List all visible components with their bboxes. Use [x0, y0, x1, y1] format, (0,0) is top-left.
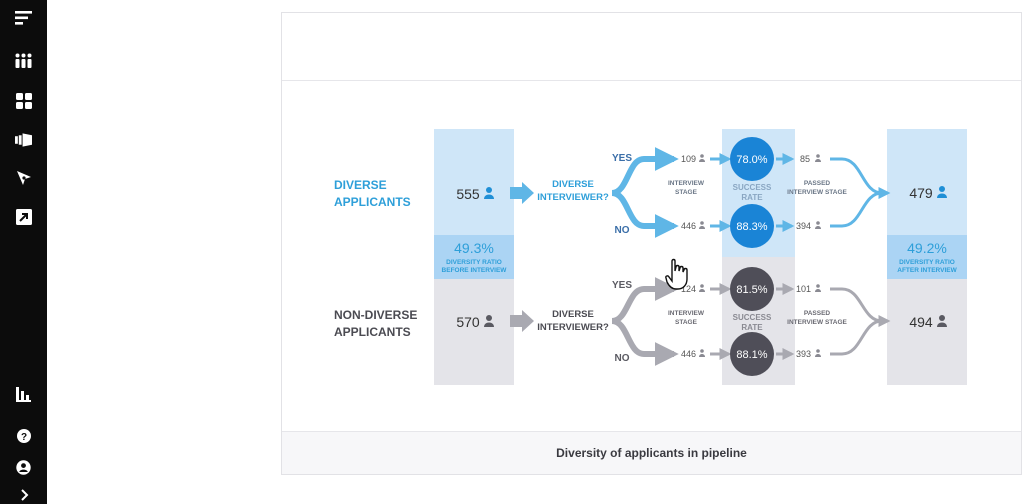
chart-card: DIVERSE APPLICANTS NON-DIVERSE APPLICANT… [281, 12, 1022, 475]
nondiverse-no-flow [611, 318, 679, 366]
diverse-yes-flow [611, 147, 679, 196]
nondiverse-label-2: APPLICANTS [334, 325, 411, 339]
diverse-question-1: DIVERSE [552, 179, 594, 190]
nondiverse-yes: YES [612, 280, 632, 291]
interview-stage-1a: INTERVIEW [668, 180, 705, 187]
compass-icon[interactable] [15, 169, 32, 186]
diverse-count: 555 [456, 186, 480, 202]
person-icon [484, 315, 494, 327]
diverse-question-2: INTERVIEWER? [537, 192, 609, 203]
diverse-yes: YES [612, 153, 632, 164]
ratio-before-label-2: BEFORE INTERVIEW [442, 267, 508, 274]
nondiverse-no-rate-circle [730, 332, 774, 376]
nondiverse-label-1: NON-DIVERSE [334, 308, 417, 322]
person-icon [699, 154, 705, 357]
menu-lines-icon[interactable] [15, 9, 32, 26]
nondiverse-question-2: INTERVIEWER? [537, 322, 609, 333]
card-header [282, 13, 1021, 81]
board-icon[interactable] [15, 131, 32, 148]
person-icon [937, 186, 947, 198]
ratio-before-value: 49.3% [454, 240, 494, 256]
nondiverse-no: NO [615, 353, 630, 364]
ratio-before-panel [434, 235, 514, 279]
nondiverse-count: 570 [456, 314, 480, 330]
success-rate-2a: SUCCESS [733, 313, 772, 322]
nondiverse-block-arrow [510, 310, 534, 332]
diverse-yes-rate-circle [730, 137, 774, 181]
diverse-merge-flow [830, 191, 883, 228]
person-icon [484, 187, 494, 199]
nondiverse-yes-count: 124 [681, 284, 696, 294]
success-rate-1b: RATE [741, 193, 763, 202]
help-icon[interactable]: ? [15, 427, 32, 444]
nondiverse-panel [434, 279, 514, 385]
user-icon[interactable] [15, 459, 32, 476]
chart-caption: Diversity of applicants in pipeline [282, 431, 1021, 474]
after-diverse-panel [887, 129, 967, 235]
person-icon [815, 154, 821, 357]
columns-icon[interactable] [15, 52, 32, 69]
diverse-yes-count: 109 [681, 154, 696, 164]
ratio-after-value: 49.2% [907, 240, 947, 256]
hand-cursor-icon [665, 258, 688, 290]
ratio-after-panel [887, 235, 967, 279]
sidebar: ? [0, 0, 47, 504]
success-rate-1a: SUCCESS [733, 183, 772, 192]
diverse-yes-passed: 85 [800, 154, 810, 164]
nondiverse-no-rate: 88.1% [736, 349, 767, 361]
grid-icon[interactable] [15, 92, 32, 109]
nondiverse-question-1: DIVERSE [552, 309, 594, 320]
passed-stage-1a: PASSED [804, 180, 831, 187]
diverse-yes-rate: 78.0% [736, 154, 767, 166]
nondiverse-yes-passed: 101 [796, 284, 811, 294]
diverse-no-rate-circle [730, 204, 774, 248]
chevron-right-icon[interactable] [15, 486, 32, 503]
diverse-no-flow [611, 190, 679, 238]
ratio-before-label-1: DIVERSITY RATIO [446, 259, 502, 266]
nondiverse-merge-flow [830, 319, 883, 356]
pipeline-diagram: DIVERSE APPLICANTS NON-DIVERSE APPLICANT… [334, 129, 967, 385]
nondiverse-yes-flow [611, 277, 679, 324]
diverse-block-arrow [510, 182, 534, 204]
interview-stage-1b: STAGE [675, 189, 698, 196]
ratio-after-label-2: AFTER INTERVIEW [897, 267, 957, 274]
nondiverse-yes-rate-circle [730, 267, 774, 311]
nondiverse-yes-rate: 81.5% [736, 284, 767, 296]
diverse-label-2: APPLICANTS [334, 195, 411, 209]
nondiverse-no-passed: 393 [796, 349, 811, 359]
diverse-no-passed: 394 [796, 221, 811, 231]
interview-stage-2a: INTERVIEW [668, 310, 705, 317]
diverse-label-1: DIVERSE [334, 178, 387, 192]
ratio-after-label-1: DIVERSITY RATIO [899, 259, 955, 266]
bar-chart-icon[interactable] [15, 386, 32, 403]
diverse-after-count: 479 [909, 185, 933, 201]
diverse-no-count: 446 [681, 221, 696, 231]
passed-stage-1b: INTERVIEW STAGE [787, 189, 847, 196]
nondiverse-merge-flow [830, 287, 891, 327]
svg-text:?: ? [20, 432, 26, 443]
passed-stage-2b: INTERVIEW STAGE [787, 319, 847, 326]
success-rate-2b: RATE [741, 323, 763, 332]
diverse-merge-flow [830, 157, 891, 199]
export-icon[interactable] [15, 208, 32, 225]
passed-stage-2a: PASSED [804, 310, 831, 317]
diverse-panel [434, 129, 514, 235]
nondiverse-after-count: 494 [909, 314, 933, 330]
person-icon [937, 315, 947, 327]
interview-stage-2b: STAGE [675, 319, 698, 326]
diverse-no: NO [615, 225, 630, 236]
diverse-no-rate: 88.3% [736, 221, 767, 233]
after-nondiverse-panel [887, 279, 967, 385]
nondiverse-no-count: 446 [681, 349, 696, 359]
